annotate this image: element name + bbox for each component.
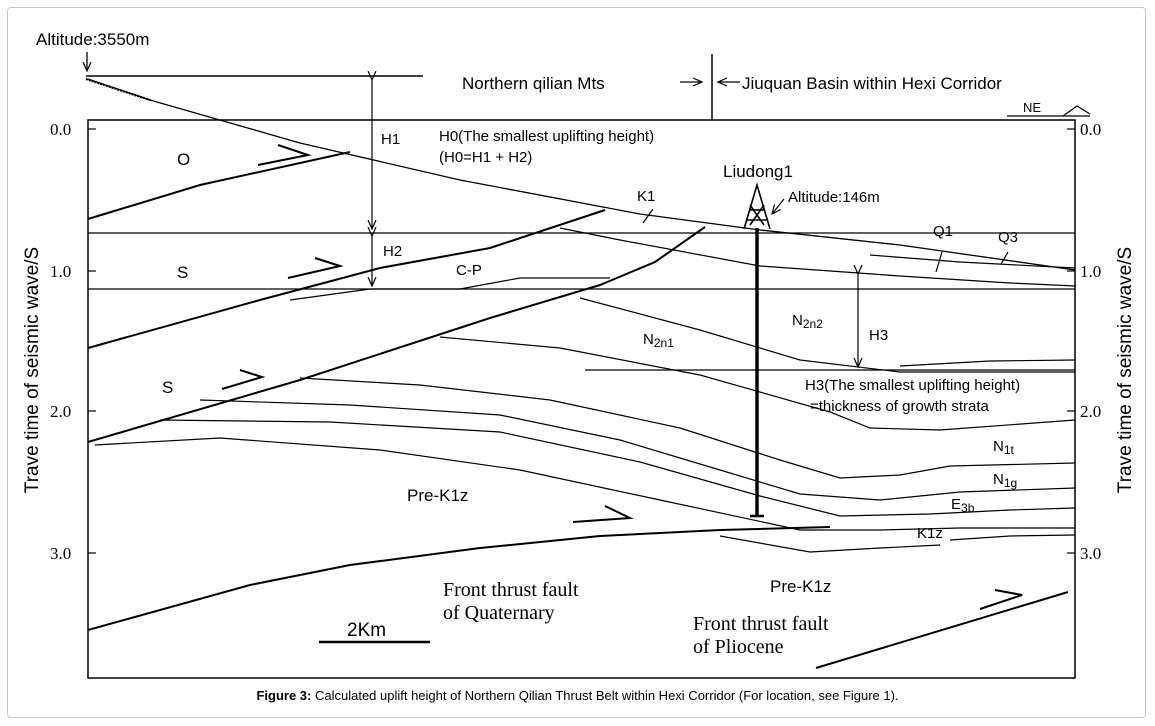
k1-tick (642, 208, 654, 224)
q1-label: Q1 (933, 223, 953, 240)
thrust-arrow-pliocene (979, 589, 1023, 610)
well-name-label: Liudong1 (723, 162, 793, 181)
left-axis-ticks (88, 128, 96, 554)
right-axis-tick-labels: 0.0 1.0 2.0 3.0 (1080, 120, 1101, 563)
s-label-upper: S (177, 263, 188, 282)
n1g-label: N1g (993, 471, 1017, 490)
thrust-arrow-o (257, 144, 312, 166)
horizon-k1z-top (94, 437, 1075, 531)
h0-label-line1: H0(The smallest uplifting height) (439, 128, 654, 145)
horizon-n2n1-base (439, 336, 1076, 431)
mountains-label: Northern qilian Mts (462, 74, 605, 93)
e3b-sub: 3b (961, 501, 975, 515)
h1-label: H1 (381, 131, 400, 148)
tick-left-1: 1.0 (50, 262, 71, 281)
h2-label: H2 (383, 243, 402, 260)
thrust-fault-s-lower (87, 226, 706, 443)
n1t-label: N1t (993, 438, 1015, 457)
thrust-fault-s-upper (87, 209, 606, 349)
tick-left-0: 0.0 (50, 120, 71, 139)
k1-label: K1 (637, 188, 655, 205)
left-axis-tick-labels: 0.0 1.0 2.0 3.0 (50, 120, 71, 563)
thrust-arrow-quaternary (572, 505, 634, 523)
n2n2-label: N2n2 (792, 312, 823, 331)
pre-k1z-right-label: Pre-K1z (770, 577, 831, 596)
horizon-k1z-base (719, 535, 941, 553)
basin-label: Jiuquan Basin within Hexi Corridor (742, 74, 1002, 93)
plot-frame (87, 119, 1076, 679)
s-label-lower: S (162, 378, 173, 397)
e3b-label: E3b (951, 496, 975, 515)
h0-label-line2: (H0=H1 + H2) (439, 149, 532, 166)
surface-line (87, 78, 1076, 271)
tick-right-3: 3.0 (1080, 544, 1101, 563)
horizon-k1z-base-right (949, 534, 1076, 541)
right-axis-ticks (1067, 128, 1075, 554)
horizon-n1g (199, 399, 1076, 501)
n1g-sub: 1g (1004, 476, 1017, 490)
horizon-q3 (869, 254, 1076, 269)
well-derrick-icon (743, 182, 771, 230)
k1z-label: K1z (917, 525, 943, 542)
fault-quaternary-line1: Front thrust fault (443, 579, 579, 601)
tick-right-0: 0.0 (1080, 120, 1101, 139)
direction-label: NE (1023, 100, 1041, 115)
e3b-main: E (951, 496, 961, 513)
n2n1-sub: 2n1 (654, 336, 674, 350)
n1g-main: N (993, 471, 1004, 488)
scale-label: 2Km (347, 620, 386, 641)
fault-pliocene-line2: of Pliocene (693, 636, 784, 658)
n2n1-label: N2n1 (643, 331, 674, 350)
horizon-n1t (299, 377, 1076, 479)
n2n2-main: N (792, 312, 803, 329)
tick-left-3: 3.0 (50, 544, 71, 563)
n1t-sub: 1t (1004, 443, 1015, 457)
front-thrust-fault-pliocene (815, 591, 1069, 669)
h3-label: H3 (869, 327, 888, 344)
horizon-n2n2-top-right (899, 359, 1076, 367)
tick-right-2: 2.0 (1080, 402, 1101, 421)
horizon-n2n2-base (579, 297, 1075, 373)
caption-prefix: Figure 3: (256, 688, 312, 703)
q1-tick (935, 251, 943, 273)
tick-right-1: 1.0 (1080, 262, 1101, 281)
fault-quaternary-line2: of Quaternary (443, 602, 555, 624)
y-axis-label-right: Trave time of seismic wave/S (1115, 247, 1136, 493)
n2n1-main: N (643, 331, 654, 348)
thrust-fault-o (87, 151, 351, 220)
caption-text: Calculated uplift height of Northern Qil… (311, 688, 899, 703)
horizon-c-p (289, 277, 610, 301)
figure-caption: Figure 3: Calculated uplift height of No… (0, 688, 1155, 703)
altitude-top-label: Altitude:3550m (36, 30, 149, 49)
well-altitude-label: Altitude:146m (788, 189, 880, 206)
well-altitude-pointer (772, 198, 785, 214)
y-axis-label-left: Trave time of seismic wave/S (22, 247, 43, 493)
o-label: O (177, 150, 190, 169)
horizon-e3b (159, 419, 1076, 517)
h3-note-line2: =thickness of growth strata (810, 398, 989, 415)
front-thrust-fault-quaternary (87, 526, 831, 631)
thrust-arrow-s-lower (221, 369, 266, 390)
tick-left-2: 2.0 (50, 402, 71, 421)
n1t-main: N (993, 438, 1004, 455)
thrust-arrow-s-upper (287, 257, 344, 279)
q3-tick (1000, 251, 1009, 265)
n2n2-sub: 2n2 (803, 317, 823, 331)
h3-note-line1: H3(The smallest uplifting height) (805, 377, 1020, 394)
fault-pliocene-line1: Front thrust fault (693, 613, 829, 635)
surface-hatch (85, 77, 151, 102)
q3-label: Q3 (998, 229, 1018, 246)
c-p-label: C-P (456, 262, 482, 279)
horizon-q-base (559, 227, 1076, 287)
ne-triangle-icon (1062, 105, 1091, 117)
pre-k1z-left-label: Pre-K1z (407, 486, 468, 505)
